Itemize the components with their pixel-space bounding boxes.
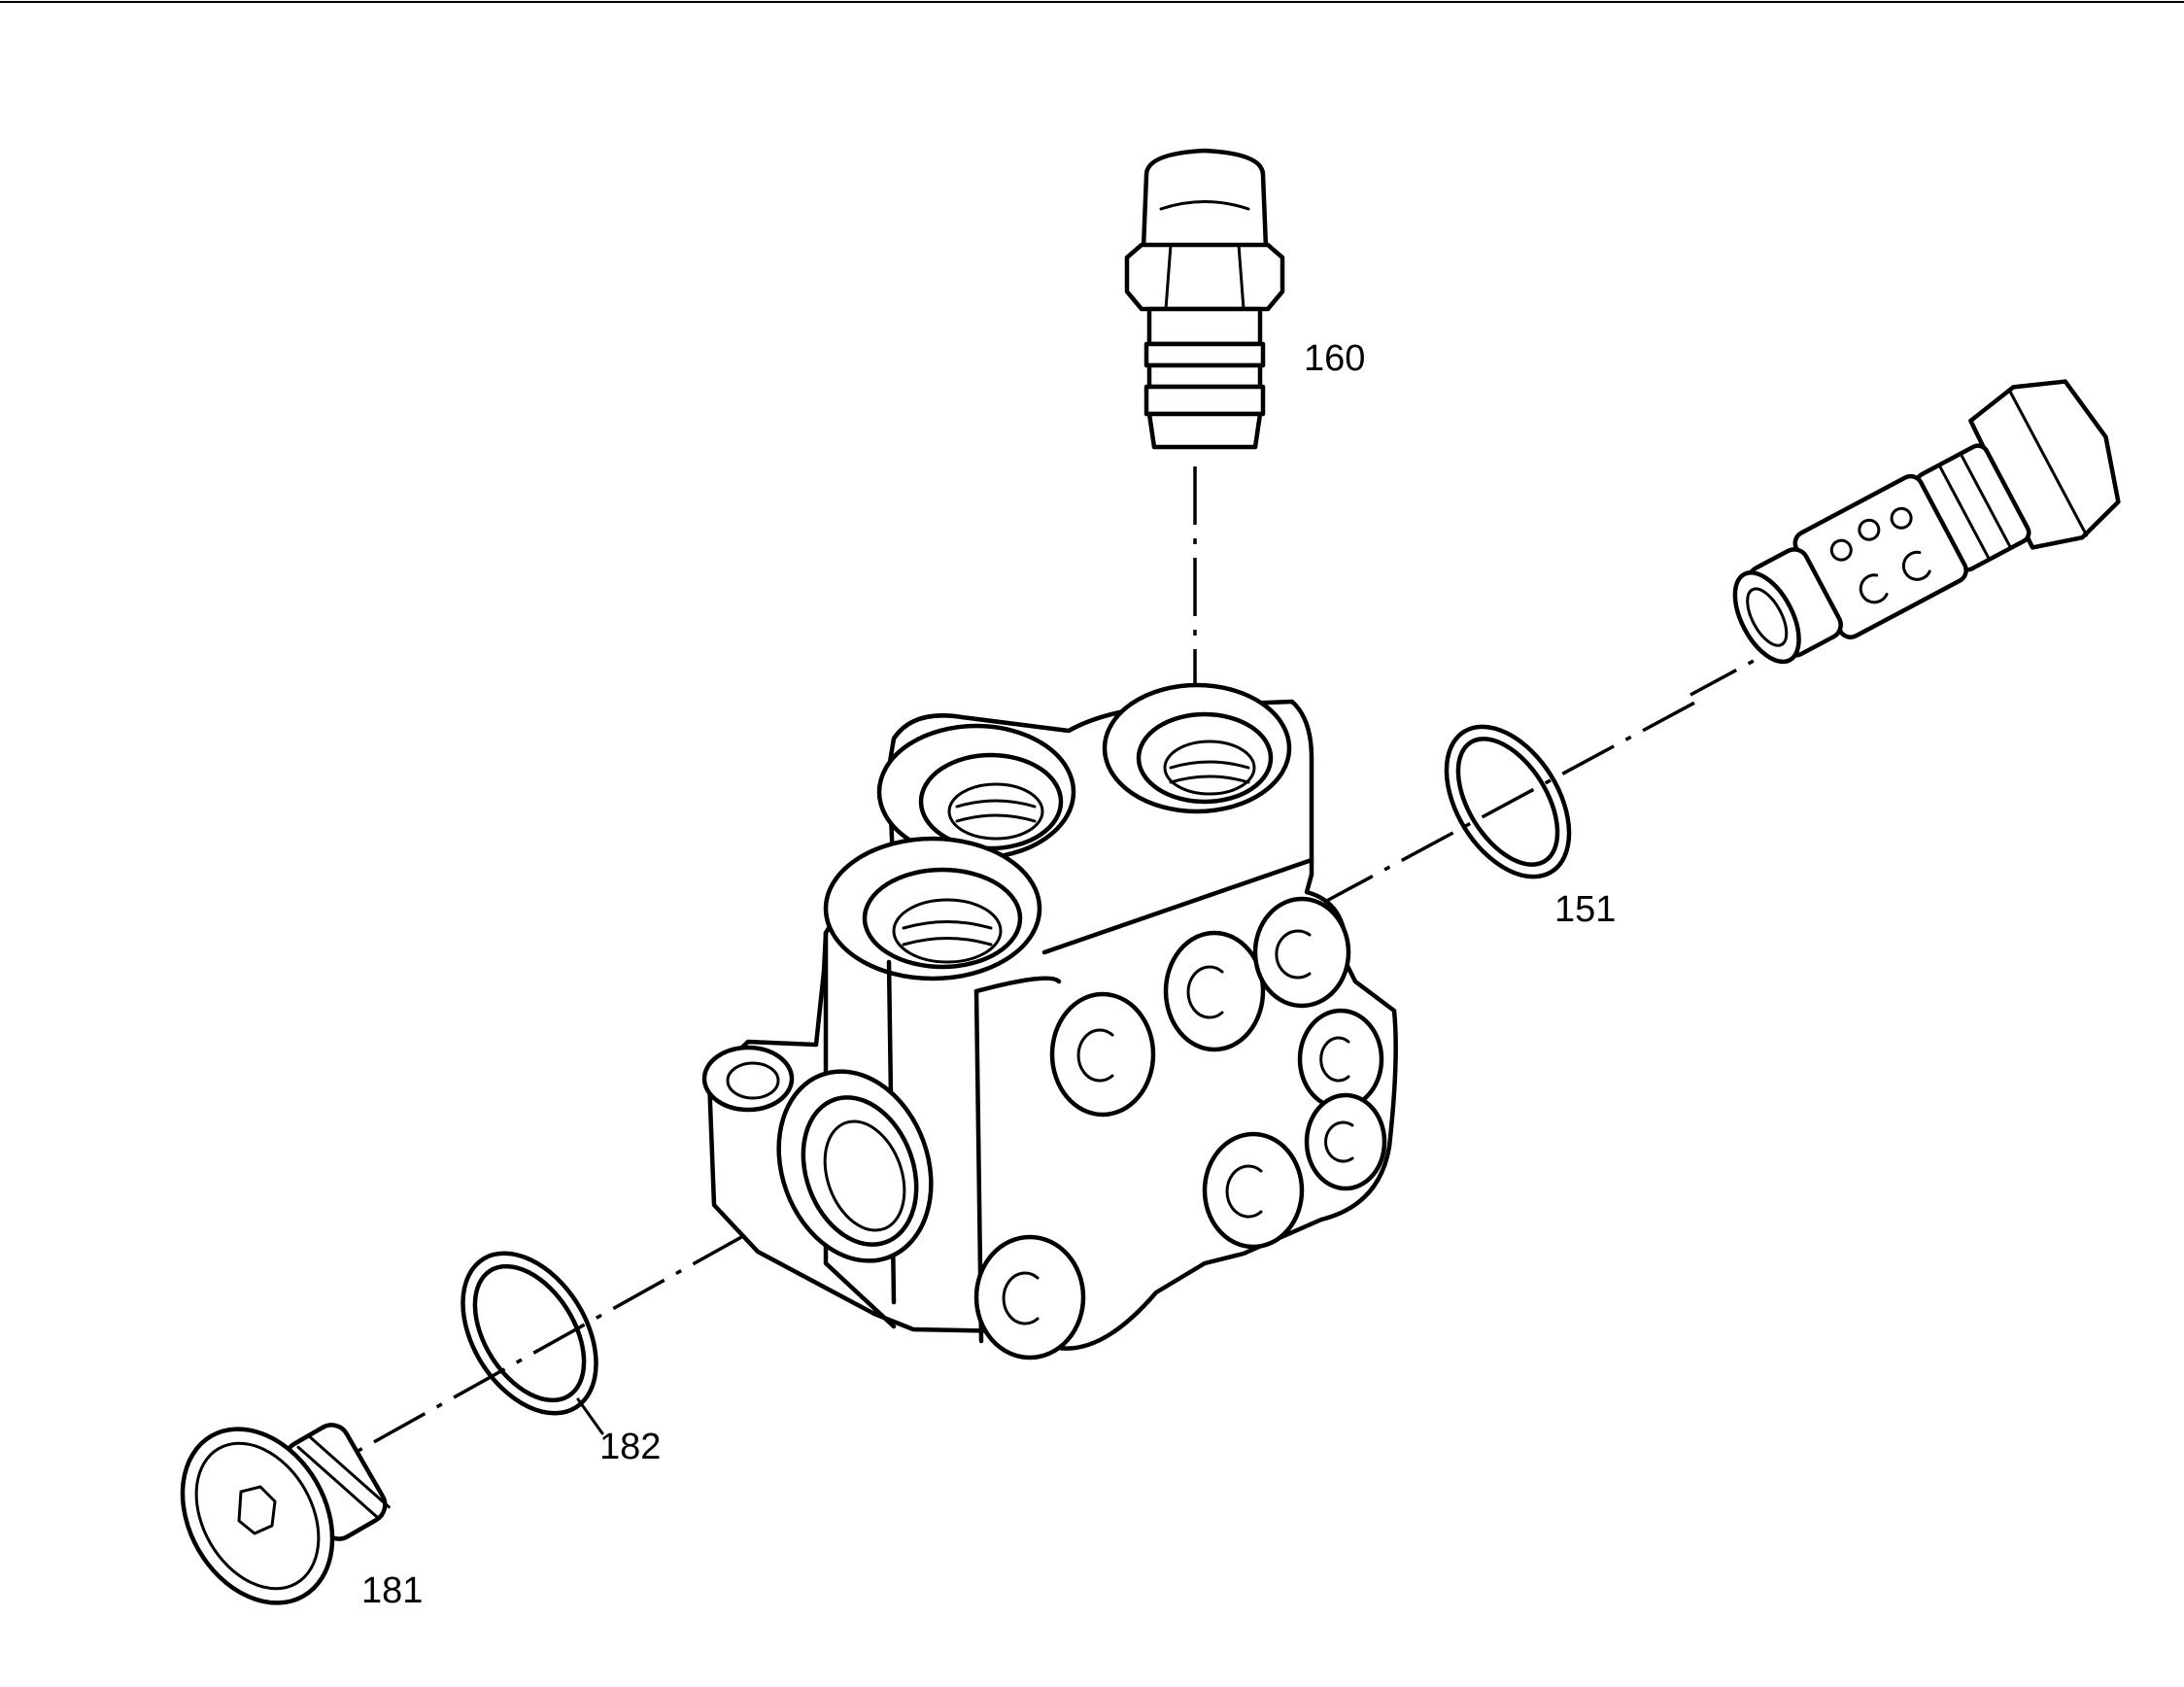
check-valve-cap-icon xyxy=(1124,148,1285,450)
leader-line-182 xyxy=(576,1397,604,1435)
pressure-valve-cartridge-icon xyxy=(1732,379,2121,665)
callout-182: 182 xyxy=(599,1427,662,1467)
callout-181: 181 xyxy=(361,1570,424,1611)
valve-block-icon xyxy=(701,682,1398,1360)
port-bosses xyxy=(973,896,1387,1360)
callout-160: 160 xyxy=(1304,338,1366,379)
callout-151: 151 xyxy=(1554,889,1617,930)
o-ring-icon xyxy=(1444,724,1572,879)
o-ring-icon xyxy=(461,1251,598,1416)
screw-plug-icon xyxy=(180,1423,391,1605)
